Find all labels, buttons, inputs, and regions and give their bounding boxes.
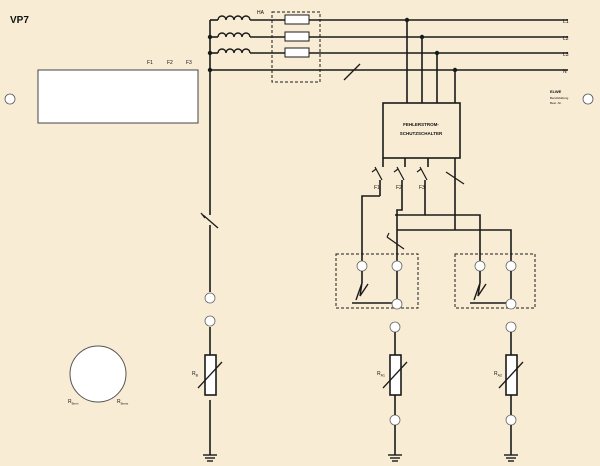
junction-dot	[419, 34, 425, 40]
terminal-socket[interactable]	[505, 414, 517, 426]
line-label-l3: L3	[563, 52, 569, 58]
earth-switch-tick	[200, 212, 206, 219]
terminal-socket[interactable]	[204, 315, 216, 327]
rcd-box	[382, 102, 461, 159]
line-label-n: N	[563, 69, 567, 75]
fuse-label-f2: F2	[167, 60, 173, 66]
fault-arrow-1	[355, 282, 369, 301]
fuse-label-f3: F3	[186, 60, 192, 66]
terminal-socket[interactable]	[204, 292, 216, 304]
breaker-label-f3: F3	[419, 185, 425, 191]
breaker-levers	[371, 166, 465, 185]
line-label-l2: L2	[563, 36, 569, 42]
line-label-l1: L1	[563, 19, 569, 25]
junction-dot	[404, 17, 410, 23]
main-fuse-label: HA	[257, 10, 265, 16]
mounting-hole-left	[4, 93, 16, 105]
earth-switch-lever	[202, 214, 219, 229]
resistor-ra2-adjust	[498, 361, 524, 389]
rcd-label-line1: FEHLERSTROM-	[403, 122, 439, 127]
terminal-socket[interactable]	[474, 260, 486, 272]
consumer-box-1	[335, 253, 419, 309]
main-fuse-l1	[284, 14, 310, 25]
resistor-ra1-adjust	[382, 361, 408, 389]
terminal-socket[interactable]	[389, 414, 401, 426]
junction-dot	[207, 67, 213, 73]
resistor-ra1-label: RA1	[377, 371, 385, 378]
terminal-socket[interactable]	[356, 260, 368, 272]
fault-arrow-2	[473, 282, 487, 301]
brand-line1: ELWE	[550, 89, 562, 94]
supply-coils	[217, 15, 251, 54]
earth-symbols	[203, 454, 518, 462]
consumer-box-2	[454, 253, 536, 309]
resistor-ra2-label: RA2	[494, 371, 502, 378]
adjust-knob[interactable]	[69, 345, 127, 403]
distribution-switch-tick	[386, 232, 390, 238]
terminal-socket[interactable]	[391, 260, 403, 272]
terminal-socket[interactable]	[505, 321, 517, 333]
brand-line2: Berufsbildung	[550, 96, 569, 100]
distribution-switch	[386, 236, 405, 250]
earth-resistor-lines	[394, 332, 512, 455]
junction-dot	[207, 50, 213, 56]
panel-id: VP7	[10, 15, 29, 26]
main-fuse-l2	[284, 31, 310, 42]
junction-dot	[207, 34, 213, 40]
terminal-socket[interactable]	[505, 298, 517, 310]
main-fuse-l3	[284, 47, 310, 58]
junction-dot	[434, 50, 440, 56]
rcd-input-lines	[406, 20, 456, 103]
knob-label-max: RBmax	[117, 399, 129, 406]
rcd-label-line2: SCHUTZSCHALTER	[400, 131, 443, 136]
brand-line3: Best.-Nr.	[550, 101, 562, 105]
mounting-hole-right	[582, 93, 594, 105]
terminal-socket[interactable]	[389, 321, 401, 333]
distribution-lines	[361, 195, 512, 262]
resistor-rb-label: RB	[192, 371, 199, 378]
terminal-socket[interactable]	[391, 298, 403, 310]
main-fuse-enclosure	[271, 11, 321, 83]
terminal-socket[interactable]	[505, 260, 517, 272]
breaker-label-f2: F2	[396, 185, 402, 191]
breaker-lines	[379, 158, 456, 230]
fuse-label-f1: F1	[147, 60, 153, 66]
neutral-switch	[343, 63, 361, 81]
junction-dot	[452, 67, 458, 73]
breaker-label-f1: F1	[374, 185, 380, 191]
resistor-rb-adjust	[197, 361, 223, 389]
display-window	[37, 69, 199, 124]
knob-label-min: RBmin	[68, 399, 79, 406]
